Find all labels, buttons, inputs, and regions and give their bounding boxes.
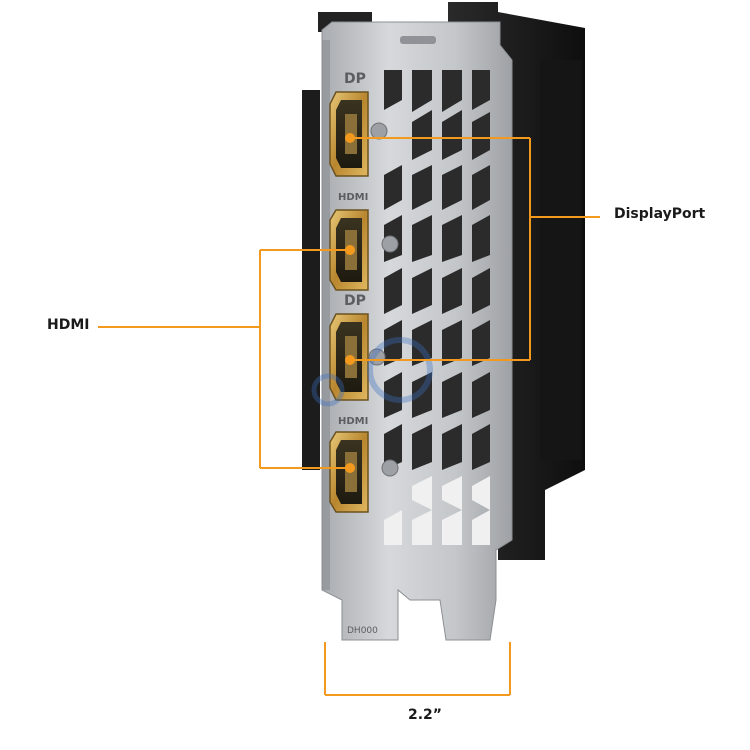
marking-code: DH000: [347, 626, 378, 636]
marking-hdmi-2: HDMI: [338, 416, 368, 427]
hdmi-callout-label: HDMI: [47, 317, 90, 333]
marking-hdmi-1: HDMI: [338, 192, 368, 203]
marking-dp-2: DP: [344, 293, 366, 309]
marking-dp-1: DP: [344, 71, 366, 87]
vent-grille: [384, 70, 490, 545]
displayport-callout-lines: [345, 133, 600, 365]
width-dimension-lines: [324, 642, 511, 696]
bracket-width-label: 2.2”: [408, 707, 443, 723]
io-bracket: [321, 21, 513, 641]
watermark-logo: [311, 337, 433, 407]
hdmi-callout-lines: [98, 245, 355, 473]
displayport-callout-label: DisplayPort: [614, 206, 706, 222]
